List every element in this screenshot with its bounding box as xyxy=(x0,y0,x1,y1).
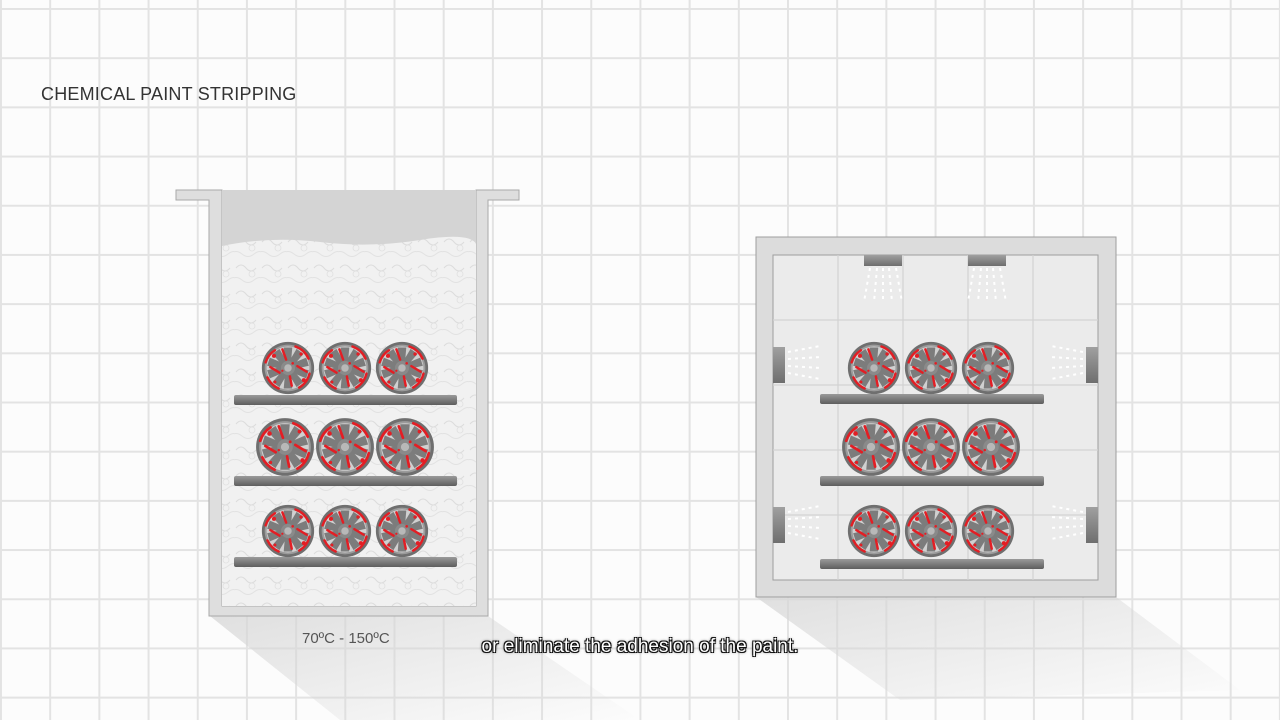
booth-shelf xyxy=(820,476,1044,486)
alloy-wheel-icon xyxy=(374,416,436,478)
alloy-wheel-icon xyxy=(840,416,902,478)
spray-booth xyxy=(755,236,1117,598)
tank-headspace xyxy=(222,190,476,246)
tank-shelf xyxy=(234,557,457,567)
alloy-wheel-icon xyxy=(960,340,1016,396)
alloy-wheel-icon xyxy=(846,340,902,396)
spray-nozzle-icon xyxy=(1086,507,1098,543)
spray-nozzle-icon xyxy=(773,347,785,383)
alloy-wheel-icon xyxy=(960,416,1022,478)
spray-nozzle-icon xyxy=(864,255,902,266)
stripping-tank xyxy=(175,189,520,617)
spray-nozzle-icon xyxy=(1086,347,1098,383)
booth-shadow xyxy=(756,597,1240,700)
tank-shadow xyxy=(210,616,640,720)
temperature-label: 70ºC - 150ºC xyxy=(302,630,390,647)
page-title: CHEMICAL PAINT STRIPPING xyxy=(41,84,297,104)
alloy-wheel-icon xyxy=(314,416,376,478)
alloy-wheel-icon xyxy=(260,340,316,396)
alloy-wheel-icon xyxy=(903,503,959,559)
booth-shelf xyxy=(820,394,1044,404)
alloy-wheel-icon xyxy=(846,503,902,559)
booth-shelf xyxy=(820,559,1044,569)
alloy-wheel-icon xyxy=(374,340,430,396)
spray-jets-top xyxy=(863,267,1007,303)
alloy-wheel-icon xyxy=(903,340,959,396)
spray-nozzle-icon xyxy=(773,507,785,543)
alloy-wheel-icon xyxy=(900,416,962,478)
alloy-wheel-icon xyxy=(260,503,316,559)
tank-shelf xyxy=(234,395,457,405)
tank-shelf xyxy=(234,476,457,486)
alloy-wheel-icon xyxy=(317,340,373,396)
alloy-wheel-icon xyxy=(960,503,1016,559)
spray-nozzle-icon xyxy=(968,255,1006,266)
alloy-wheel-icon xyxy=(374,503,430,559)
spray-jets-side xyxy=(787,345,1084,540)
video-subtitle: or eliminate the adhesion of the paint. xyxy=(481,636,799,657)
alloy-wheel-icon xyxy=(254,416,316,478)
alloy-wheel-icon xyxy=(317,503,373,559)
